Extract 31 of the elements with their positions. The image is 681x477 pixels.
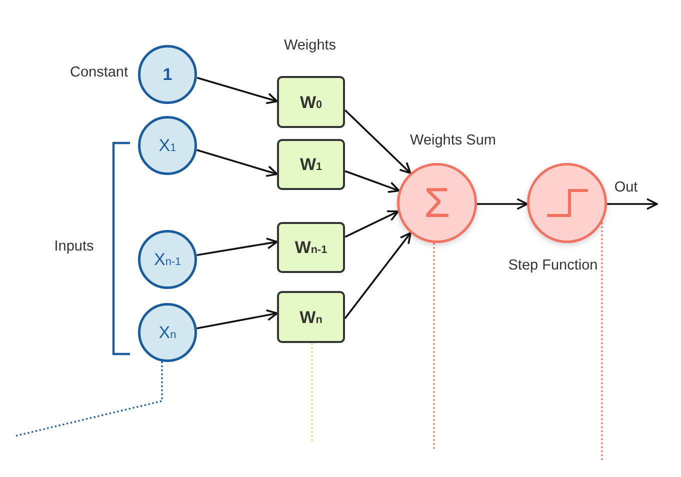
input-circle [138,230,197,289]
arrow [196,309,278,330]
arrow [344,170,400,193]
input-circle [138,116,197,175]
weight-box [277,222,345,273]
weight-box [277,139,345,190]
weight-box [277,291,345,343]
dotted-line [433,243,435,450]
dotted-line [311,343,313,442]
input-circle [138,303,197,362]
node-caption: Weights Sum [410,132,496,150]
dotted-line [601,222,603,460]
input-circle [138,45,197,104]
step-function-circle [527,163,607,243]
arrow [344,232,412,319]
arrow [344,110,412,174]
arrow [196,76,278,104]
arrow [196,238,278,256]
column-heading: Weights [284,38,336,54]
arrow [196,149,278,177]
input-value: 1 [162,66,172,83]
node-caption: Constant [70,64,128,82]
bracket-label: Inputs [54,238,94,256]
summation-circle [397,163,477,243]
arrow [607,198,658,210]
weight-box [277,76,345,128]
sigma-symbol: Σ [424,182,450,224]
arrow [344,210,399,238]
arrow [477,198,528,210]
dotted-line [14,362,163,437]
node-caption: Step Function [508,258,598,274]
